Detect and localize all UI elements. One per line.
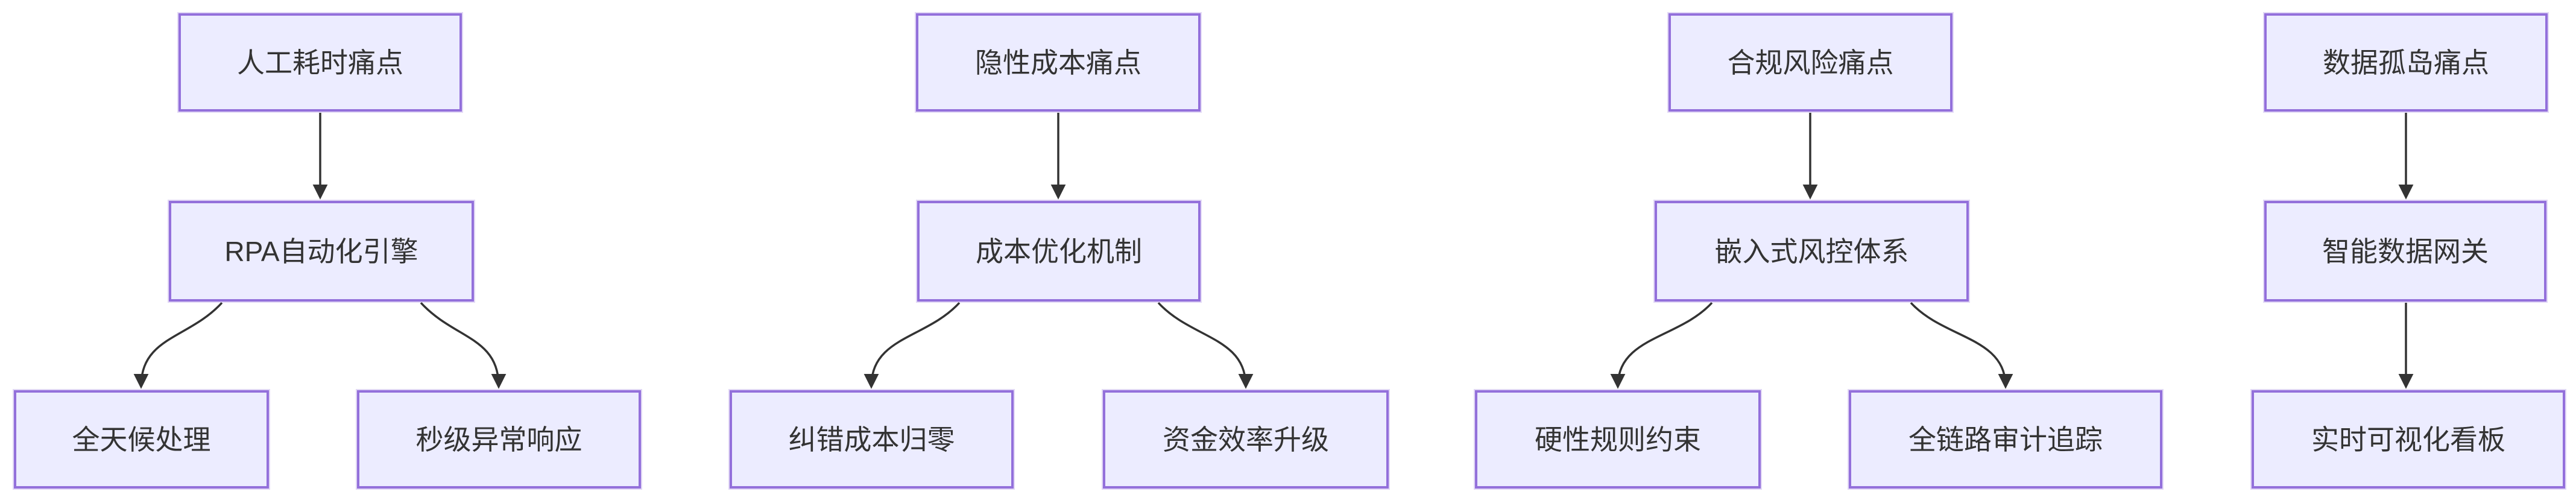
- edge-solution3-to-outcome3a: [1610, 302, 1713, 389]
- edge-solution2-to-outcome2b: [1157, 302, 1254, 389]
- node-solution-2: 成本优化机制: [917, 201, 1201, 302]
- node-solution-1: RPA自动化引擎: [169, 201, 474, 302]
- edge-solution2-to-outcome2a: [863, 302, 961, 389]
- node-solution-3: 嵌入式风控体系: [1655, 201, 1969, 302]
- edge-solution1-to-outcome1a: [133, 302, 223, 389]
- node-outcome-3b: 全链路审计追踪: [1849, 390, 2162, 489]
- edge-solution1-to-outcome1b: [420, 302, 507, 389]
- node-outcome-3a: 硬性规则约束: [1475, 390, 1761, 489]
- node-solution-4: 智能数据网关: [2264, 201, 2546, 302]
- node-pain-point-4: 数据孤岛痛点: [2264, 13, 2548, 112]
- node-outcome-2a: 纠错成本归零: [730, 390, 1014, 489]
- node-outcome-1a: 全天候处理: [14, 390, 269, 489]
- node-outcome-2b: 资金效率升级: [1103, 390, 1389, 489]
- node-pain-point-3: 合规风险痛点: [1668, 13, 1953, 112]
- node-pain-point-1: 人工耗时痛点: [178, 13, 462, 112]
- node-outcome-4a: 实时可视化看板: [2252, 390, 2565, 489]
- edge-solution3-to-outcome3b: [1910, 302, 2013, 389]
- node-pain-point-2: 隐性成本痛点: [916, 13, 1201, 112]
- node-outcome-1b: 秒级异常响应: [357, 390, 641, 489]
